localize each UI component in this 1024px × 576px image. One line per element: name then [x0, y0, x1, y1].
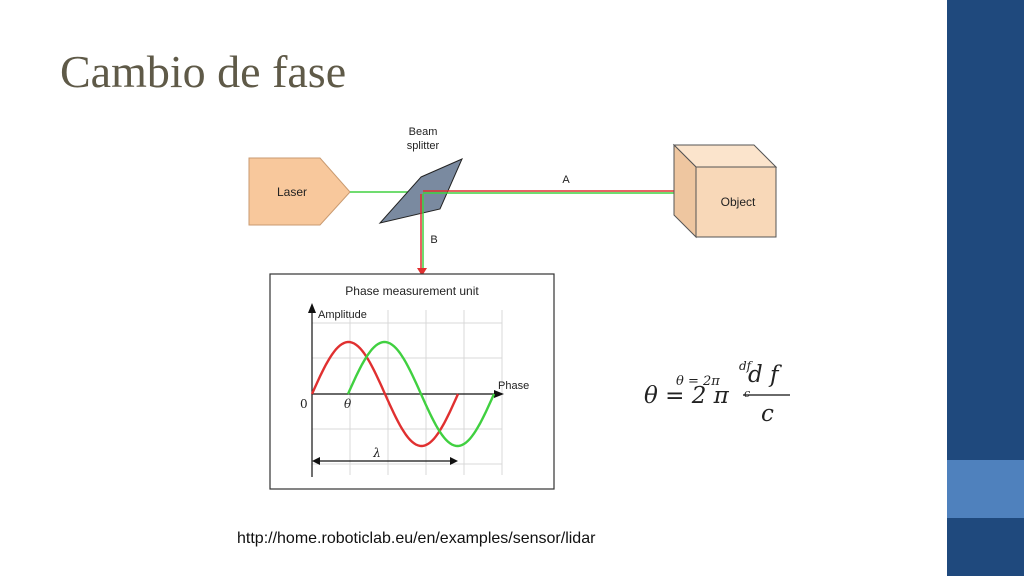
theta-label: θ: [344, 397, 352, 411]
formula-small-numerator: df: [739, 359, 754, 373]
formula-numerator: d f: [748, 362, 782, 388]
y-axis-label: Amplitude: [318, 309, 367, 321]
side-accent-block: [947, 460, 1024, 518]
return-wave: [346, 340, 496, 448]
splitter-label-line2: splitter: [407, 140, 440, 152]
formula-small-denominator: c: [744, 387, 750, 400]
formula-denominator: c: [761, 401, 774, 427]
beam-splitter: [378, 158, 463, 224]
phase-unit-title: Phase measurement unit: [345, 284, 479, 298]
beam-b-label: B: [430, 234, 437, 246]
wavelength-arrowhead-left: [312, 457, 320, 465]
source-url: http://home.roboticlab.eu/en/examples/se…: [237, 530, 596, 547]
origin-label: 0: [300, 397, 308, 411]
formula-lhs: θ = 2 π: [644, 383, 730, 409]
object-label: Object: [721, 195, 756, 209]
wavelength-arrowhead-right: [450, 457, 458, 465]
lidar-diagram: Laser Beam splitter A Object B Phase mea…: [248, 126, 778, 490]
object-cube-front: [695, 166, 777, 238]
phase-formula: θ = 2π df c θ = 2 π d f c: [644, 359, 790, 427]
laser-block: [248, 157, 351, 226]
x-axis-arrowhead: [494, 390, 504, 398]
laser-label: Laser: [277, 185, 307, 199]
beam-b-arrowhead: [417, 268, 427, 276]
slide-title: Cambio de fase: [60, 46, 347, 97]
reference-wave: [310, 340, 460, 448]
beam-a-label: A: [562, 174, 570, 186]
lambda-label: λ: [372, 446, 381, 460]
formula-small-lhs: θ = 2π: [676, 374, 720, 389]
y-axis-arrowhead: [308, 303, 316, 313]
x-axis-label: Phase: [498, 380, 529, 392]
splitter-label-line1: Beam: [409, 126, 438, 138]
